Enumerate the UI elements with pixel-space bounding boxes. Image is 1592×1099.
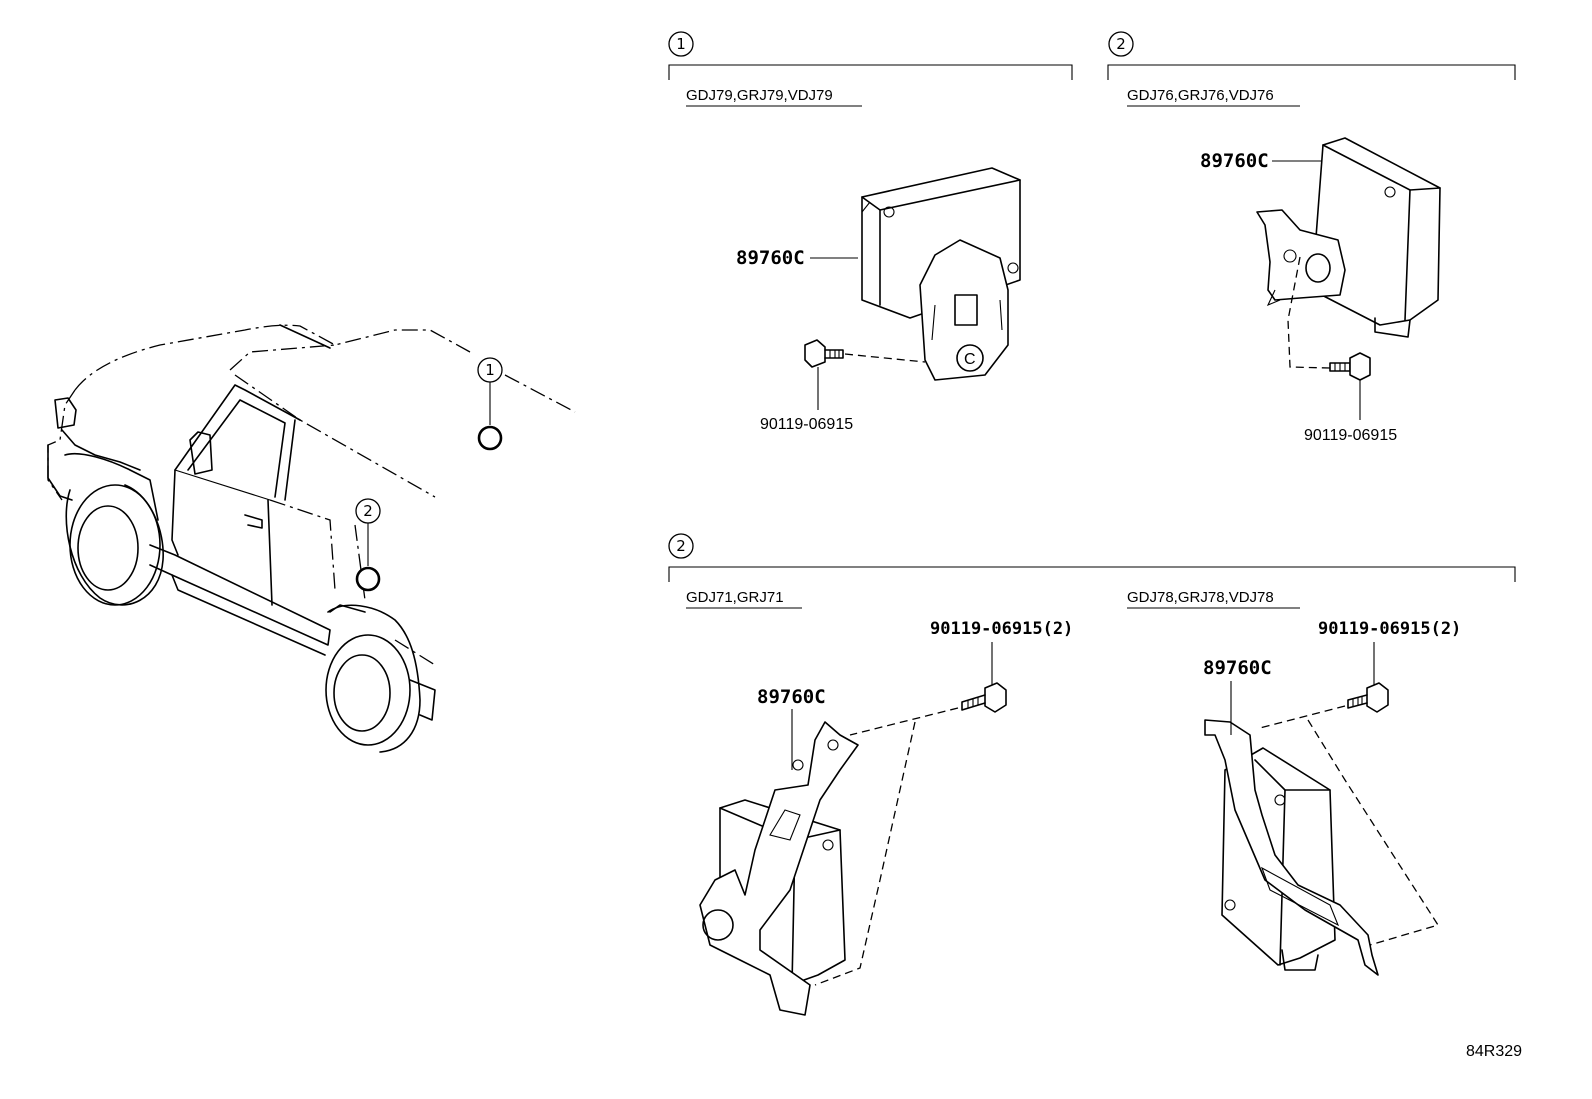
group-3b-bolt-number: 90119-06915(2) bbox=[1318, 619, 1461, 639]
group-1-callout-label: 1 bbox=[676, 35, 686, 53]
group-1-bolt-number: 90119-06915 bbox=[760, 416, 853, 433]
group-3b-model-codes: GDJ78,GRJ78,VDJ78 bbox=[1127, 589, 1274, 606]
group-1-part-number: 89760C bbox=[736, 247, 805, 269]
group-2-bracket bbox=[1107, 64, 1516, 80]
group-1-ecu-module: C bbox=[861, 167, 1021, 381]
vehicle-illustration: 1 2 bbox=[47, 324, 576, 753]
vehicle-callout-2 bbox=[355, 498, 381, 524]
group-1-callout bbox=[668, 31, 694, 57]
group-2-bolt bbox=[1329, 352, 1371, 381]
group-3a-bolt-number: 90119-06915(2) bbox=[930, 619, 1073, 639]
vehicle-callout-1-label: 1 bbox=[485, 361, 495, 379]
group-3a-part-number: 89760C bbox=[757, 686, 826, 708]
group-3b-ecu-module bbox=[1204, 719, 1379, 976]
group-3b-part-number: 89760C bbox=[1203, 657, 1272, 679]
group-2-ecu-module bbox=[1256, 137, 1441, 338]
vehicle-location-marker-2 bbox=[355, 566, 381, 592]
group-3-callout-label: 2 bbox=[676, 537, 686, 555]
group-3-bracket bbox=[668, 566, 1516, 582]
group-3-callout bbox=[668, 533, 694, 559]
group-1-panel: 1 GDJ79,GRJ79,VDJ79 C 89760C 90119- bbox=[668, 31, 1073, 433]
group-2-model-codes: GDJ76,GRJ76,VDJ76 bbox=[1127, 87, 1274, 104]
group-1-model-codes: GDJ79,GRJ79,VDJ79 bbox=[686, 87, 833, 104]
group-2-bolt-number: 90119-06915 bbox=[1304, 427, 1397, 444]
group-2-callout-label: 2 bbox=[1116, 35, 1126, 53]
vehicle-callout-2-label: 2 bbox=[363, 502, 373, 520]
group-2-panel: 2 GDJ76,GRJ76,VDJ76 89760C 90119-06915 bbox=[1107, 31, 1516, 444]
vehicle-callout-1 bbox=[477, 357, 503, 383]
group-3a-bolt bbox=[961, 682, 1007, 713]
vehicle-location-marker-1 bbox=[477, 425, 503, 451]
svg-text:C: C bbox=[964, 351, 976, 368]
group-3-panel: 2 GDJ71,GRJ71 GDJ78,GRJ78,VDJ78 90119-06… bbox=[668, 533, 1516, 1016]
group-1-bracket bbox=[668, 64, 1073, 80]
figure-code: 84R329 bbox=[1466, 1043, 1522, 1060]
group-2-callout bbox=[1108, 31, 1134, 57]
group-3a-model-codes: GDJ71,GRJ71 bbox=[686, 589, 784, 606]
group-3b-bolt bbox=[1347, 682, 1389, 713]
group-1-bolt bbox=[804, 339, 844, 368]
group-3a-ecu-module bbox=[699, 721, 859, 1016]
group-2-part-number: 89760C bbox=[1200, 150, 1269, 172]
